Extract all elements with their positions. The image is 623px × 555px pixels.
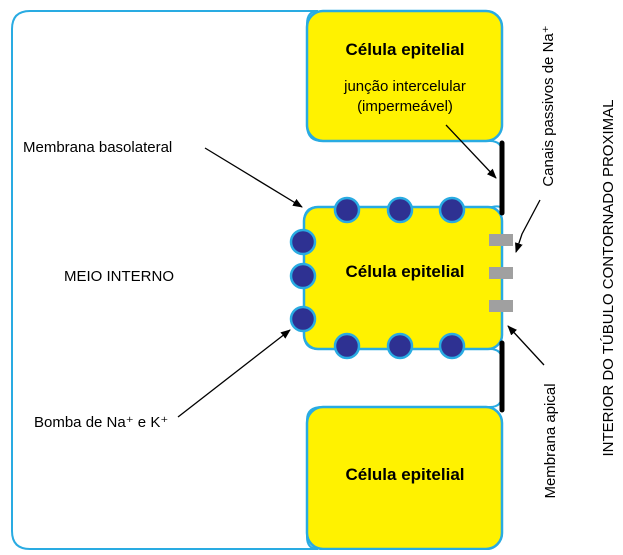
meio-interno-label: MEIO INTERNO: [64, 268, 174, 285]
na-k-pump: [438, 332, 466, 360]
basolateral-arrow: [204, 147, 303, 208]
junction-arrow: [445, 124, 497, 179]
sodium-channel: [489, 234, 513, 246]
basolateral-label: Membrana basolateral: [23, 139, 172, 156]
sodium-channel: [489, 267, 513, 279]
bottom-cell-title: Célula epitelial: [345, 465, 464, 484]
na-k-pump: [333, 196, 361, 224]
canais-arrow: [515, 199, 541, 253]
top-epithelial-cell: [305, 9, 504, 143]
na-k-pump: [289, 305, 317, 333]
na-k-pump: [386, 196, 414, 224]
na-k-pump: [386, 332, 414, 360]
apical-label: Membrana apical: [542, 383, 559, 498]
na-k-pump: [289, 228, 317, 256]
na-k-pump: [289, 262, 317, 290]
canais-label: Canais passivos de Na⁺: [540, 25, 557, 186]
na-k-pump: [438, 196, 466, 224]
bottom-epithelial-cell: [305, 405, 504, 551]
pump-arrow: [177, 329, 291, 418]
apical-arrow: [507, 325, 545, 366]
interior-label: INTERIOR DO TÚBULO CONTORNADO PROXIMAL: [600, 100, 617, 457]
pump-label: Bomba de Na⁺ e K⁺: [34, 414, 168, 431]
top-cell-title: Célula epitelial: [345, 40, 464, 59]
na-k-pump: [333, 332, 361, 360]
sodium-channel: [489, 300, 513, 312]
junction-label-line2: (impermeável): [357, 98, 453, 115]
pump-group: [289, 196, 466, 360]
junction-label-line1: junção intercelular: [343, 78, 466, 95]
middle-cell-title: Célula epitelial: [345, 262, 464, 281]
